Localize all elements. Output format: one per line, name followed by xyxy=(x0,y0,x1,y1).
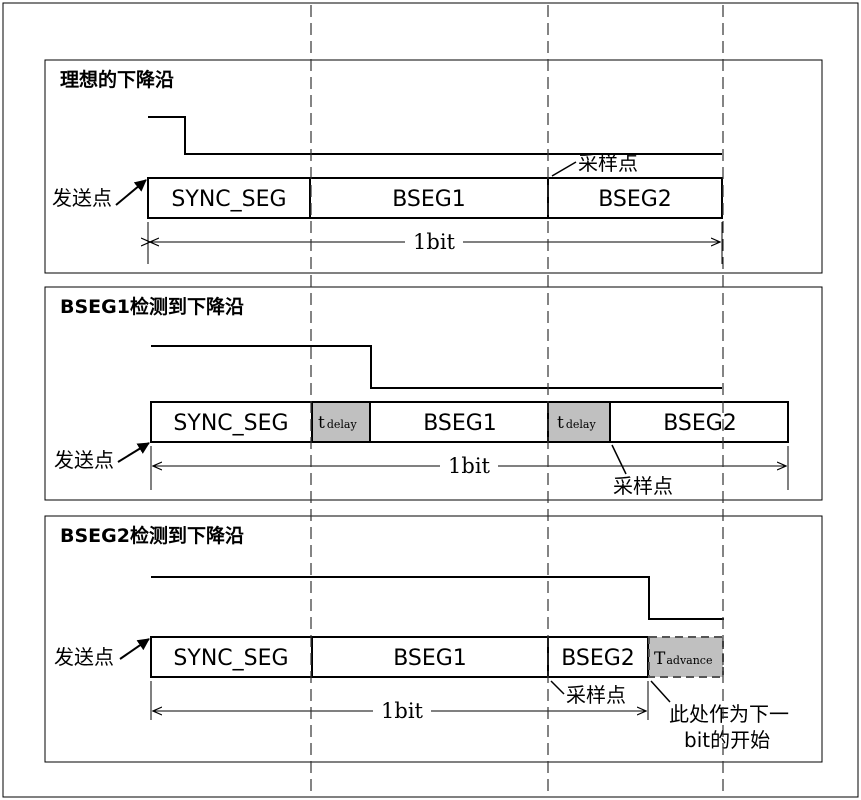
signal-waveform xyxy=(151,345,722,389)
next-bit-start-note: 此处作为下一 xyxy=(669,702,789,726)
panel-frame xyxy=(44,286,823,501)
bit-length-label: 1bit xyxy=(413,230,456,254)
panel-ideal-falling-edge: 理想的下降沿 SYNC_SEG BSEG1 BSEG2 发送点 采样点 1bit xyxy=(44,59,823,274)
panel-bseg2-falling-edge: BSEG2检测到下降沿 SYNC_SEG BSEG1 BSEG2 Tadvanc… xyxy=(44,515,823,763)
sample-point-label: 采样点 xyxy=(613,474,673,498)
send-point-label: 发送点 xyxy=(52,186,112,210)
send-point-label: 发送点 xyxy=(54,645,114,669)
panel-frame xyxy=(44,515,823,763)
signal-waveform xyxy=(148,116,722,155)
bit-length-label: 1bit xyxy=(448,454,491,478)
guide-lines xyxy=(310,5,724,795)
bit-frame xyxy=(150,636,649,678)
next-bit-start-note: bit的开始 xyxy=(684,728,770,752)
segment-bseg1: BSEG1 xyxy=(393,646,467,671)
sample-point-label: 采样点 xyxy=(566,683,626,707)
send-point-arrow xyxy=(119,638,150,660)
sample-point-pointer xyxy=(611,444,627,475)
segment-sync-seg: SYNC_SEG xyxy=(173,646,288,671)
sample-point-label: 采样点 xyxy=(578,151,638,175)
next-bit-start-pointer xyxy=(650,680,671,703)
panel-title: 理想的下降沿 xyxy=(60,68,174,91)
tdelay-block xyxy=(311,401,371,443)
segment-bseg2: BSEG2 xyxy=(663,411,737,436)
panel-title: BSEG1检测到下降沿 xyxy=(60,295,244,318)
signal-waveform xyxy=(151,576,724,620)
segment-bseg2: BSEG2 xyxy=(598,187,672,212)
segment-sync-seg: SYNC_SEG xyxy=(171,187,286,212)
segment-bseg1: BSEG1 xyxy=(392,187,466,212)
tadvance-block xyxy=(648,636,724,678)
sample-point-pointer xyxy=(551,161,577,177)
segment-bseg1: BSEG1 xyxy=(423,411,497,436)
send-point-arrow xyxy=(117,442,150,463)
bit-frame xyxy=(147,177,723,219)
tadvance-label: Tadvance xyxy=(654,649,712,669)
bit-length-label: 1bit xyxy=(381,699,424,723)
panel-frame xyxy=(44,59,823,274)
tdelay-block xyxy=(547,401,611,443)
segment-bseg2: BSEG2 xyxy=(561,646,635,671)
send-point-label: 发送点 xyxy=(54,448,114,472)
bit-frame xyxy=(150,401,789,443)
sample-point-pointer xyxy=(550,680,565,695)
panel-title: BSEG2检测到下降沿 xyxy=(60,524,244,547)
send-point-arrow xyxy=(115,179,147,206)
segment-sync-seg: SYNC_SEG xyxy=(173,411,288,436)
